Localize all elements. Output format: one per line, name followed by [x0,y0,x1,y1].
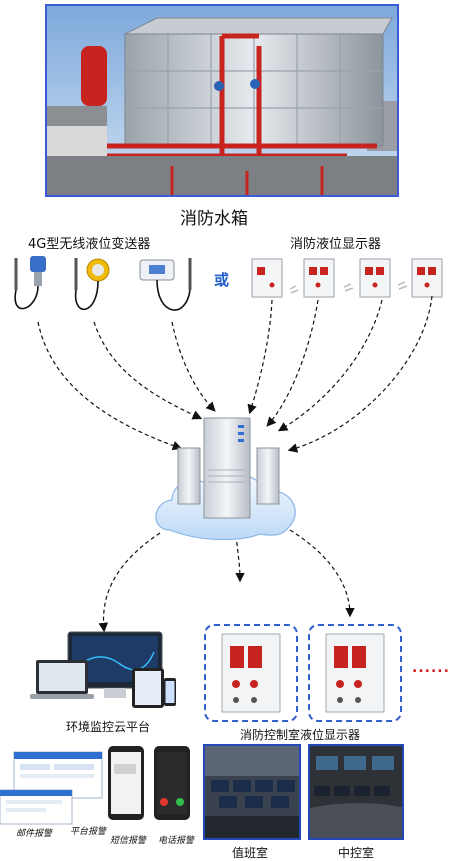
transmitter-3 [139,258,192,311]
display-unit-1 [251,258,283,298]
platform-devices [30,631,176,708]
fire-room-panels [221,633,385,713]
ellipsis: ...... [412,660,449,676]
alarm-platform-label: 平台报警 [70,827,107,837]
alarm-sms-label: 短信报警 [110,836,147,846]
duty-room-photo [203,744,301,840]
control-room-photo [308,744,404,840]
transmitter-2 [74,258,110,310]
display-label: 消防液位显示器 [290,237,382,252]
alarm-mail-label: 邮件报警 [16,829,53,839]
fire-room-display-1 [204,624,298,722]
platform-label: 环境监控云平台 [66,720,151,734]
display-unit-4 [411,258,443,298]
display-units [251,258,443,298]
fire-room-display-2 [308,624,402,722]
transmitter-1 [14,256,46,310]
fire-room-label: 消防控制室液位显示器 [240,728,361,742]
server-icon [177,417,280,519]
or-label: 或 [214,271,230,289]
transmitter-devices [14,256,192,311]
transmitter-label: 4G型无线液位变送器 [28,237,151,252]
display-unit-3 [359,258,391,298]
alarm-screens [0,746,190,825]
control-room-label: 中控室 [338,846,375,860]
page-title: 消防水箱 [180,209,248,229]
water-tank-photo [45,4,399,197]
alarm-phone-label: 电话报警 [158,836,195,846]
steel-tank [124,17,393,147]
display-unit-2 [303,258,335,298]
duty-room-label: 值班室 [232,846,269,860]
